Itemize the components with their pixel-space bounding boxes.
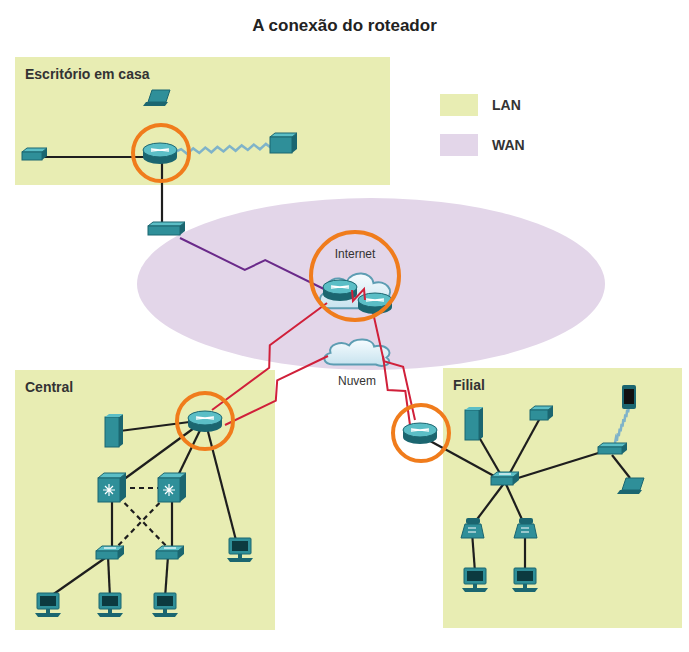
switch-icon: [96, 546, 124, 559]
smartphone-icon: [622, 385, 636, 409]
region-label: Escritório em casa: [25, 66, 150, 82]
switch-icon: [156, 546, 184, 559]
highlight-ring: [393, 405, 449, 461]
server-icon: [465, 407, 483, 440]
wan-link: [352, 289, 365, 301]
lan-region: Escritório em casa: [15, 57, 390, 185]
server-icon: [105, 414, 123, 447]
wan-area: [137, 198, 605, 370]
cable: [612, 455, 630, 478]
pc-icon: [152, 593, 178, 617]
region-label: Central: [25, 379, 73, 395]
laptop-icon: [617, 478, 644, 494]
lan-region: Central: [15, 370, 275, 630]
cable: [38, 156, 160, 158]
region-label: Filial: [453, 377, 485, 393]
cloud-label: Nuvem: [318, 374, 396, 388]
highlight-ring: [177, 393, 233, 449]
cable: [161, 162, 163, 226]
router-icon: [403, 423, 437, 444]
wan-link: [383, 356, 410, 425]
wan-link: [212, 303, 327, 410]
pc-icon: [512, 568, 538, 592]
cable: [108, 556, 110, 598]
highlight-ring: [311, 232, 399, 320]
wireless-link: [615, 405, 630, 443]
access-point-icon: [598, 443, 627, 454]
wan-link: [372, 308, 415, 420]
diagram-title: A conexão do roteador: [0, 16, 689, 36]
wan-link: [225, 356, 328, 425]
highlight-ring: [133, 125, 189, 181]
pc-icon: [35, 593, 61, 617]
legend-label: LAN: [492, 97, 521, 113]
wan-link: [180, 238, 330, 292]
router-icon: [188, 411, 222, 432]
legend-label: WAN: [492, 137, 525, 153]
modem-device-icon: [22, 148, 47, 160]
switch-icon: [491, 472, 519, 485]
pc-icon: [97, 593, 123, 617]
cloud-label: Internet: [333, 247, 378, 261]
pc-icon: [227, 538, 253, 562]
cable: [48, 556, 108, 598]
printer-icon: [530, 406, 553, 420]
ip-phone-icon: [514, 518, 537, 538]
pc-icon: [462, 568, 488, 592]
multilayer-switch-icon: [158, 473, 186, 502]
multilayer-switch-icon: [98, 473, 126, 502]
modem-icon: [148, 222, 185, 235]
legend-swatch: [440, 134, 478, 156]
cable: [165, 556, 168, 598]
ip-phone-icon: [461, 518, 484, 538]
tablet-icon: [270, 133, 297, 153]
laptop-icon: [143, 90, 170, 106]
cable: [505, 450, 608, 482]
cable: [205, 420, 238, 548]
router-icon: [143, 143, 177, 164]
legend-swatch: [440, 94, 478, 116]
